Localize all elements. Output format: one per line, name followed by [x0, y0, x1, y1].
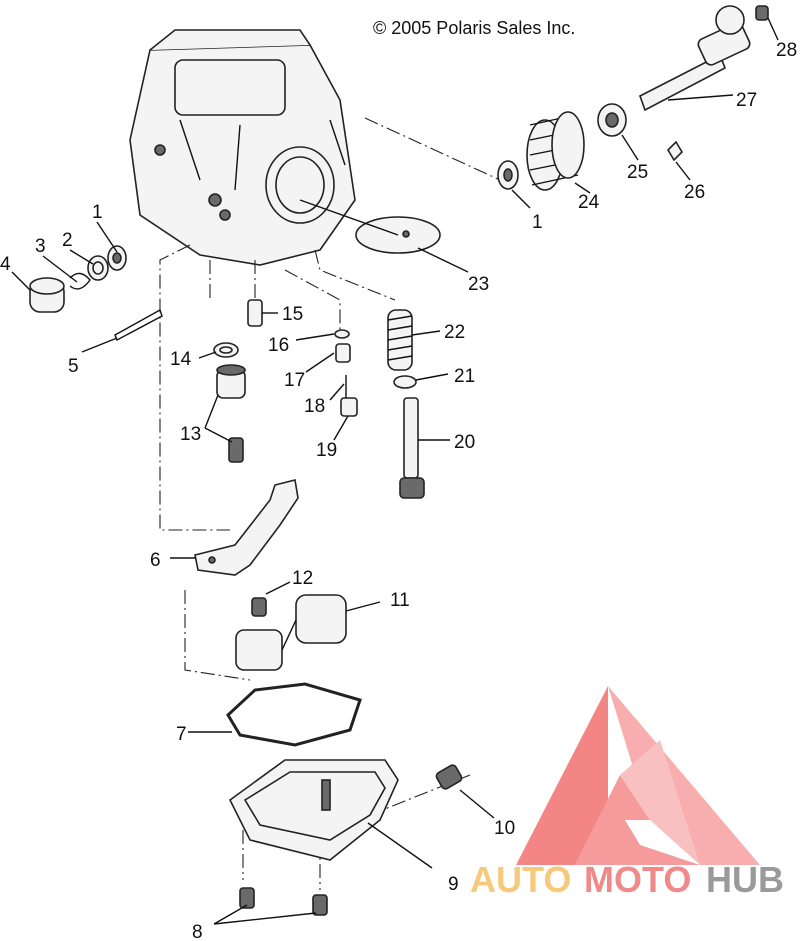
spring-24 — [526, 111, 585, 191]
callout-3: 3 — [35, 236, 46, 257]
wordmark-auto: AUTO — [470, 859, 571, 900]
leader-lines — [11, 17, 779, 925]
wordmark-moto: MOTO — [584, 859, 691, 900]
callout-9: 9 — [448, 874, 459, 895]
callout-16: 16 — [268, 335, 289, 356]
callout-19: 19 — [316, 440, 337, 461]
callout-12: 12 — [292, 568, 313, 589]
callout-5: 5 — [68, 356, 79, 377]
automotohub-logo — [516, 686, 760, 865]
callout-4: 4 — [0, 254, 11, 275]
callout-11: 11 — [390, 590, 410, 611]
callout-8: 8 — [192, 922, 203, 941]
wordmark-hub: HUB — [706, 859, 784, 900]
callout-labels: 1 2 3 4 5 1 24 25 26 27 28 23 22 21 20 1… — [0, 40, 797, 941]
automotohub-wordmark: AUTO MOTO HUB — [470, 859, 784, 900]
needle-20 — [399, 397, 425, 499]
callout-21: 21 — [454, 366, 475, 387]
callout-1a: 1 — [92, 202, 103, 223]
lower-parts — [194, 479, 463, 916]
left-parts — [29, 245, 163, 341]
callout-7: 7 — [176, 724, 187, 745]
callout-24: 24 — [578, 192, 600, 213]
callout-23: 23 — [468, 274, 489, 295]
callout-25: 25 — [627, 162, 648, 183]
callout-13: 13 — [180, 424, 201, 445]
callout-26: 26 — [684, 182, 705, 203]
callout-6: 6 — [150, 550, 161, 571]
carburetor-body — [129, 29, 356, 266]
callout-28: 28 — [776, 40, 797, 61]
spring-22 — [387, 309, 413, 371]
callout-27: 27 — [736, 90, 757, 111]
callout-22: 22 — [444, 322, 465, 343]
callout-15: 15 — [282, 304, 303, 325]
callout-17: 17 — [284, 370, 305, 391]
throttle-parts — [497, 5, 769, 191]
callout-1b: 1 — [532, 212, 543, 233]
callout-20: 20 — [454, 432, 475, 453]
callout-10: 10 — [494, 818, 515, 839]
callout-18: 18 — [304, 396, 325, 417]
float-bowl-9 — [228, 759, 399, 861]
shaft-27 — [639, 5, 751, 112]
float-11 — [235, 594, 347, 671]
copyright-text: © 2005 Polaris Sales Inc. — [373, 18, 575, 38]
callout-2: 2 — [62, 230, 73, 251]
callout-14: 14 — [170, 349, 192, 370]
